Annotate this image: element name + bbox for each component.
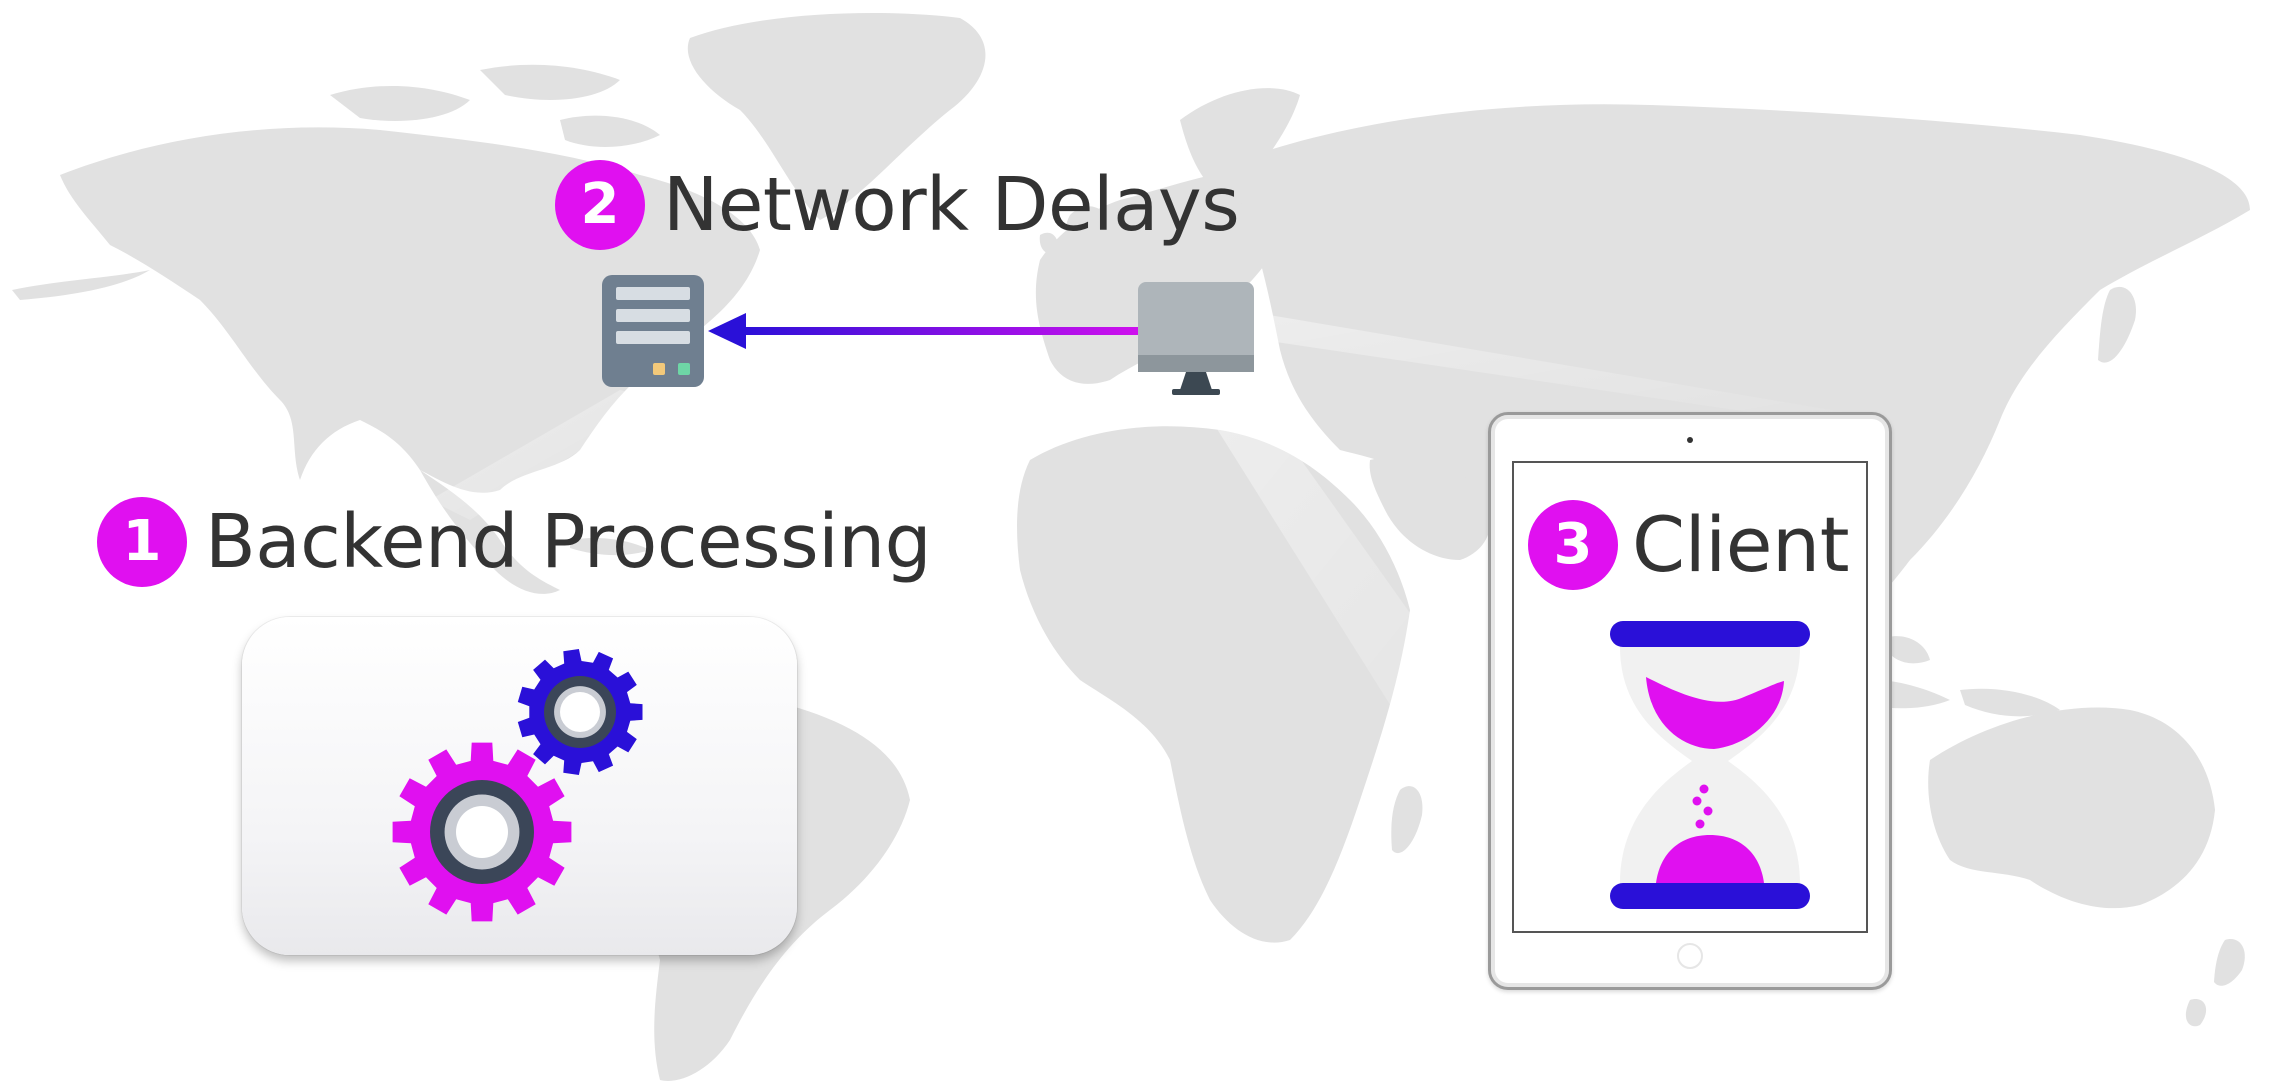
step-number-badge: 1 xyxy=(97,497,187,587)
step-title: Client xyxy=(1632,500,1850,589)
server-icon xyxy=(602,275,704,387)
step-title: Network Delays xyxy=(663,162,1240,248)
tablet-icon xyxy=(1488,412,1892,990)
step-title: Backend Processing xyxy=(205,499,932,585)
step-number-badge: 2 xyxy=(555,160,645,250)
backend-card xyxy=(242,617,797,955)
step-network-delays: 2 Network Delays xyxy=(555,160,1240,250)
step-backend-processing: 1 Backend Processing xyxy=(97,497,932,587)
small-gear-icon xyxy=(517,649,643,775)
step-client: 3 Client xyxy=(1528,500,1850,590)
network-link-group xyxy=(602,275,1254,395)
desktop-monitor-icon xyxy=(1138,282,1254,395)
step-number-badge: 3 xyxy=(1528,500,1618,590)
large-gear-icon xyxy=(392,742,572,922)
gears-icon xyxy=(392,649,643,922)
tablet-camera xyxy=(1687,437,1693,443)
double-arrow-icon xyxy=(708,313,1212,349)
tablet-home-button xyxy=(1677,943,1703,969)
hourglass-icon xyxy=(1610,621,1810,909)
